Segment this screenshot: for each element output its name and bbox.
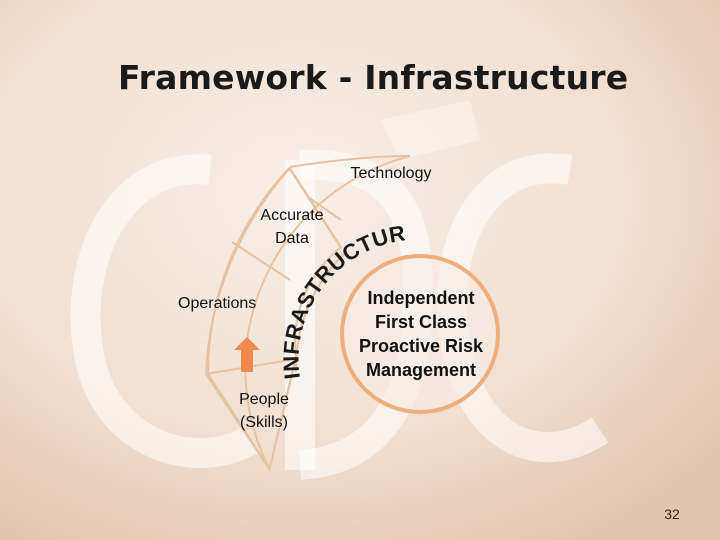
segment-label-operations: Operations: [178, 295, 257, 312]
divider-tech-data: [307, 196, 342, 221]
fan-outer-bottom: [205, 373, 271, 471]
up-arrow-icon: [234, 337, 260, 372]
watermark-emblem: [380, 100, 480, 160]
page-title: Framework - Infrastructure: [118, 58, 629, 97]
fan-edge-bottom: [268, 356, 297, 470]
center-line2: First Class: [374, 312, 468, 332]
page-number: 32: [664, 506, 680, 522]
center-statement: Independent First Class Proactive Risk M…: [338, 286, 504, 382]
fan-top-cap: [289, 155, 411, 168]
band-outer-arc: [244, 155, 411, 471]
center-line1: Independent: [367, 288, 475, 308]
fan-outer-arc: [205, 167, 291, 375]
accurate-data-line1: Accurate: [260, 207, 324, 224]
segment-label-accurate-data: Accurate Data: [244, 204, 340, 250]
people-line1: People: [239, 391, 289, 408]
band-inner-arc: [294, 251, 347, 373]
accurate-data-line2: Data: [275, 230, 309, 247]
segment-label-people: People (Skills): [214, 388, 314, 434]
divider-data-ops: [231, 241, 291, 281]
center-line3: Proactive Risk: [358, 336, 484, 356]
segment-label-technology: Technology: [350, 165, 432, 182]
people-line2: (Skills): [240, 414, 288, 431]
center-line4: Management: [365, 360, 477, 380]
center-circle: [340, 254, 500, 414]
